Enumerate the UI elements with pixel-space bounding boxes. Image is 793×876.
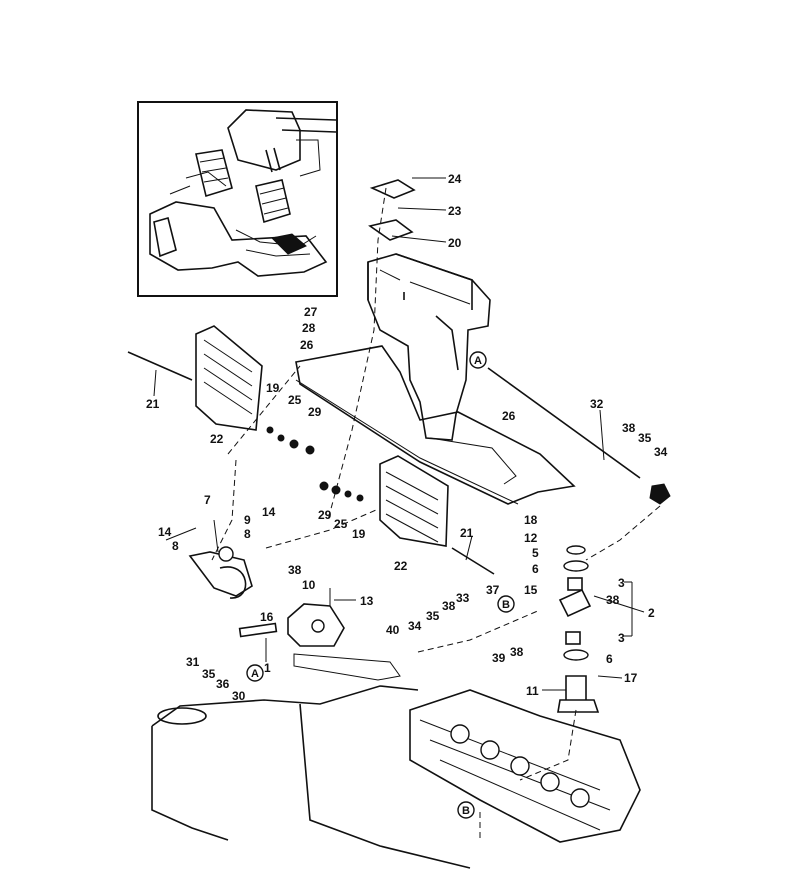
label-16: 16 [260, 610, 274, 624]
label-2: 2 [648, 606, 655, 620]
label-6: 6 [606, 652, 613, 666]
callout-leaders [153, 177, 645, 691]
label-20: 20 [448, 236, 462, 250]
label-33: 33 [456, 591, 470, 605]
label-19: 19 [266, 381, 280, 395]
marker-b-rod [497, 595, 515, 613]
label-38: 38 [442, 599, 456, 613]
label-22: 22 [394, 559, 408, 573]
svg-text:A: A [474, 355, 482, 367]
label-27: 27 [304, 305, 318, 319]
label-7: 7 [204, 493, 211, 507]
label-23: 23 [448, 204, 462, 218]
label-18: 18 [524, 513, 538, 527]
label-30: 30 [232, 689, 246, 703]
label-8: 8 [172, 539, 179, 553]
reference-markers: A A B B [246, 351, 515, 819]
long-rod-32 [487, 367, 641, 479]
label-24: 24 [448, 172, 462, 186]
inset-overview-panel [137, 101, 338, 297]
valve-assembly-right [557, 545, 600, 713]
label-38: 38 [622, 421, 636, 435]
label-37: 37 [486, 583, 500, 597]
label-38: 38 [606, 593, 620, 607]
label-38: 38 [288, 563, 302, 577]
label-29: 29 [308, 405, 322, 419]
label-3: 3 [618, 631, 625, 645]
marker-a-console [469, 351, 487, 369]
linkage-bracket-7 [188, 546, 253, 599]
label-32: 32 [590, 397, 604, 411]
label-9: 9 [244, 513, 251, 527]
label-12: 12 [524, 531, 538, 545]
label-6: 6 [532, 562, 539, 576]
label-8: 8 [244, 527, 251, 541]
machine-body [151, 685, 471, 869]
rod-right [451, 547, 495, 575]
marker-b-valve [457, 801, 475, 819]
label-35: 35 [426, 609, 440, 623]
svg-text:B: B [462, 805, 470, 817]
hardware-group-right [319, 481, 364, 502]
label-14: 14 [262, 505, 276, 519]
label-10: 10 [302, 578, 316, 592]
label-26: 26 [300, 338, 314, 352]
pedal-pad-left [195, 325, 263, 431]
label-38: 38 [510, 645, 524, 659]
marker-a-lower [246, 664, 264, 682]
label-15: 15 [524, 583, 538, 597]
hardware-group-left [266, 426, 315, 455]
assembly-leader-lines [211, 187, 661, 840]
label-31: 31 [186, 655, 200, 669]
pin-1 [238, 622, 278, 638]
label-34: 34 [654, 445, 668, 459]
label-19: 19 [352, 527, 366, 541]
label-1: 1 [264, 661, 271, 675]
rod-end-34 [649, 483, 671, 505]
label-21: 21 [460, 526, 474, 540]
label-25: 25 [288, 393, 302, 407]
control-console-housing [367, 253, 491, 441]
cover-plates [368, 179, 416, 241]
svg-text:B: B [502, 599, 510, 611]
label-29: 29 [318, 508, 332, 522]
label-28: 28 [302, 321, 316, 335]
label-22: 22 [210, 432, 224, 446]
label-5: 5 [532, 546, 539, 560]
label-35: 35 [638, 431, 652, 445]
label-14: 14 [158, 525, 172, 539]
lower-support-frame [295, 345, 576, 505]
label-39: 39 [492, 651, 506, 665]
part-number-labels: 24 23 20 27 28 26 26 21 21 19 19 25 25 2… [146, 172, 668, 703]
label-3: 3 [618, 576, 625, 590]
label-21: 21 [146, 397, 160, 411]
label-36: 36 [216, 677, 230, 691]
label-25: 25 [334, 517, 348, 531]
svg-text:A: A [251, 668, 259, 680]
rod-left [127, 351, 193, 381]
label-17: 17 [624, 671, 638, 685]
valve-body-10 [287, 603, 401, 681]
label-35: 35 [202, 667, 216, 681]
control-valve-bank [409, 689, 641, 843]
pedal-pad-right [379, 455, 449, 547]
label-40: 40 [386, 623, 400, 637]
label-13: 13 [360, 594, 374, 608]
label-26: 26 [502, 409, 516, 423]
label-34: 34 [408, 619, 422, 633]
label-11: 11 [526, 684, 539, 698]
